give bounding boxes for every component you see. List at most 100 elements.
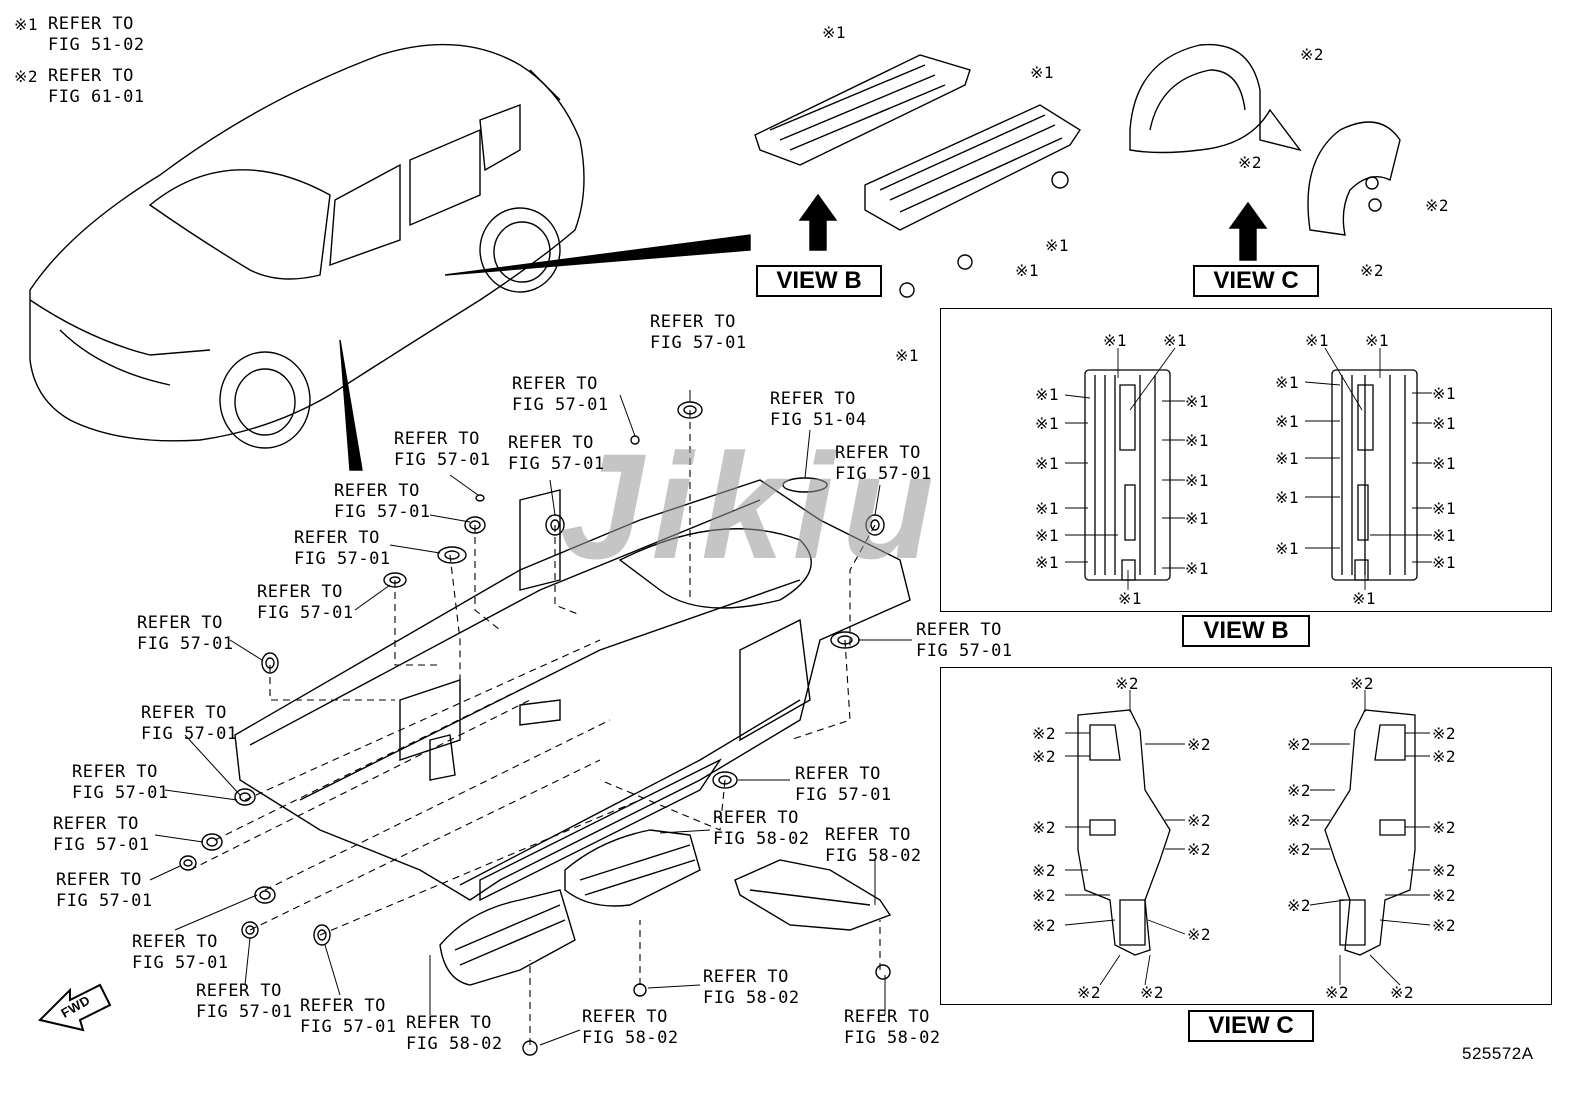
- label-leaders: [149, 390, 912, 1046]
- ref-label: REFER TO FIG 57-01: [72, 762, 169, 803]
- ref-label: REFER TO FIG 57-01: [132, 932, 229, 973]
- ref-label: REFER TO FIG 57-01: [257, 582, 354, 623]
- ref-label: REFER TO FIG 57-01: [196, 981, 293, 1022]
- view-b-label: VIEW B: [756, 265, 882, 297]
- view-b-pointer: [444, 234, 751, 276]
- ref-label: REFER TO FIG 57-01: [334, 481, 431, 522]
- view-b-mark: ※1: [1275, 373, 1300, 392]
- view-b-mark: ※1: [1275, 449, 1300, 468]
- ref-label: REFER TO FIG 57-01: [795, 764, 892, 805]
- view-c-mark: ※2: [1032, 916, 1057, 935]
- view-b-detail: [1084, 369, 1418, 581]
- view-b-panel-label: VIEW B: [1182, 615, 1310, 647]
- view-b-mark: ※1: [1118, 589, 1143, 608]
- view-c-mark: ※2: [1432, 724, 1457, 743]
- view-c-mark: ※2: [1432, 886, 1457, 905]
- view-b-mark: ※1: [1432, 499, 1457, 518]
- vehicle-illustration: [29, 43, 585, 449]
- callout-mark: ※1: [1030, 63, 1055, 82]
- view-b-mark: ※1: [1185, 471, 1210, 490]
- view-c-label: VIEW C: [1193, 265, 1319, 297]
- view-c-mark: ※2: [1032, 747, 1057, 766]
- ref-label: REFER TO FIG 51-04: [770, 389, 867, 430]
- view-c-mark: ※2: [1432, 916, 1457, 935]
- view-b-mark: ※1: [1035, 454, 1060, 473]
- view-b-mark: ※1: [1432, 384, 1457, 403]
- callout-mark: ※1: [1045, 236, 1070, 255]
- floor-pointer: [339, 339, 363, 471]
- ref-label: REFER TO FIG 57-01: [835, 443, 932, 484]
- view-c-mark: ※2: [1187, 925, 1212, 944]
- view-b-mark: ※1: [1432, 553, 1457, 572]
- view-b-mark: ※1: [1035, 526, 1060, 545]
- ref-label: REFER TO FIG 58-02: [703, 967, 800, 1008]
- callout-mark: ※1: [1015, 261, 1040, 280]
- view-c-mark: ※2: [1077, 983, 1102, 1002]
- legend-text-1: REFER TO FIG 51-02: [48, 14, 145, 55]
- ref-label: REFER TO FIG 58-02: [825, 825, 922, 866]
- legend-mark-2: ※2: [14, 67, 39, 86]
- view-c-mark: ※2: [1032, 886, 1057, 905]
- view-c-mark: ※2: [1187, 735, 1212, 754]
- ref-label: REFER TO FIG 57-01: [650, 312, 747, 353]
- view-b-mark: ※1: [1163, 331, 1188, 350]
- view-b-mark: ※1: [1275, 412, 1300, 431]
- view-b-mark: ※1: [1185, 431, 1210, 450]
- view-b-mark: ※1: [1035, 385, 1060, 404]
- view-c-mark: ※2: [1032, 861, 1057, 880]
- ref-label: REFER TO FIG 57-01: [137, 613, 234, 654]
- ref-label: REFER TO FIG 57-01: [916, 620, 1013, 661]
- underbody-floor: [234, 479, 911, 902]
- ref-label: REFER TO FIG 57-01: [512, 374, 609, 415]
- watermark: Jikiu: [560, 422, 942, 590]
- view-b-mark: ※1: [1432, 454, 1457, 473]
- fwd-arrow: [38, 983, 112, 1032]
- legend-mark-1: ※1: [14, 15, 39, 34]
- callout-mark: ※1: [822, 23, 847, 42]
- view-c-mark: ※2: [1432, 861, 1457, 880]
- view-c-detail: [1077, 709, 1416, 956]
- view-b-mark: ※1: [1305, 331, 1330, 350]
- underbody-covers: [439, 829, 892, 1056]
- view-c-mark: ※2: [1115, 674, 1140, 693]
- ref-label: REFER TO FIG 58-02: [582, 1007, 679, 1048]
- view-b-mark: ※1: [1185, 509, 1210, 528]
- ref-label: REFER TO FIG 57-01: [53, 814, 150, 855]
- view-c-mark: ※2: [1287, 896, 1312, 915]
- view-b-mark: ※1: [1035, 499, 1060, 518]
- view-c-mark: ※2: [1432, 747, 1457, 766]
- view-b-mark: ※1: [1185, 392, 1210, 411]
- view-c-mark: ※2: [1287, 735, 1312, 754]
- view-b-mark: ※1: [1352, 589, 1377, 608]
- view-b-panel: [940, 308, 1552, 612]
- view-c-leaders: [1064, 690, 1431, 986]
- view-c-mark: ※2: [1287, 840, 1312, 859]
- view-c-mark: ※2: [1350, 674, 1375, 693]
- diagram-id: 525572A: [1462, 1044, 1534, 1063]
- view-c-mark: ※2: [1187, 840, 1212, 859]
- undercover-parts: [754, 54, 1081, 298]
- view-b-mark: ※1: [1035, 414, 1060, 433]
- legend-text-2: REFER TO FIG 61-01: [48, 66, 145, 107]
- view-c-mark: ※2: [1325, 983, 1350, 1002]
- view-c-mark: ※2: [1187, 811, 1212, 830]
- ref-label: REFER TO FIG 57-01: [141, 703, 238, 744]
- ref-label: REFER TO FIG 57-01: [294, 528, 391, 569]
- view-c-panel-label: VIEW C: [1188, 1010, 1314, 1042]
- view-c-mark: ※2: [1390, 983, 1415, 1002]
- ref-label: REFER TO FIG 57-01: [56, 870, 153, 911]
- callout-mark: ※2: [1360, 261, 1385, 280]
- view-c-arrow: [1228, 201, 1268, 261]
- view-b-mark: ※1: [1275, 488, 1300, 507]
- view-b-mark: ※1: [1432, 526, 1457, 545]
- ref-label: REFER TO FIG 58-02: [713, 808, 810, 849]
- callout-mark: ※2: [1238, 153, 1263, 172]
- ref-label: REFER TO FIG 58-02: [406, 1013, 503, 1054]
- view-c-mark: ※2: [1432, 818, 1457, 837]
- ref-label: REFER TO FIG 57-01: [508, 433, 605, 474]
- view-c-mark: ※2: [1032, 818, 1057, 837]
- view-b-mark: ※1: [1103, 331, 1128, 350]
- callout-mark: ※2: [1300, 45, 1325, 64]
